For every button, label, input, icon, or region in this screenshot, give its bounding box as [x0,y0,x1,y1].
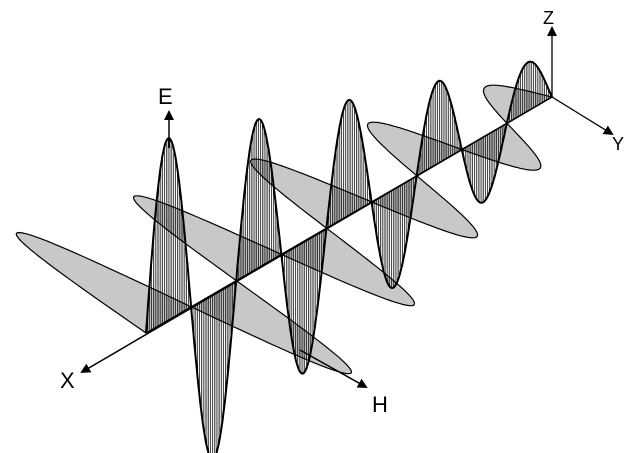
magnetic-field-wave [15,84,554,375]
h-field-arrow [299,349,368,388]
field-arrows [164,110,368,388]
electric-field-wave [145,60,553,453]
h-lobe [370,174,479,239]
h-lobe [279,227,416,307]
axes [80,26,614,374]
y-axis-line [551,96,614,136]
h-lobe [250,158,373,229]
h-lobe [132,195,283,282]
x-axis-line [80,96,553,374]
z-axis-label: Z [543,8,554,28]
e-field-label: E [158,84,173,109]
h-lobe [15,231,193,334]
h-lobe [482,84,554,124]
y-axis-label: Y [612,134,624,154]
h-lobe [366,121,464,177]
e-wave-curve [145,60,553,453]
x-axis-label: X [60,368,75,393]
h-field-label: H [372,392,388,417]
